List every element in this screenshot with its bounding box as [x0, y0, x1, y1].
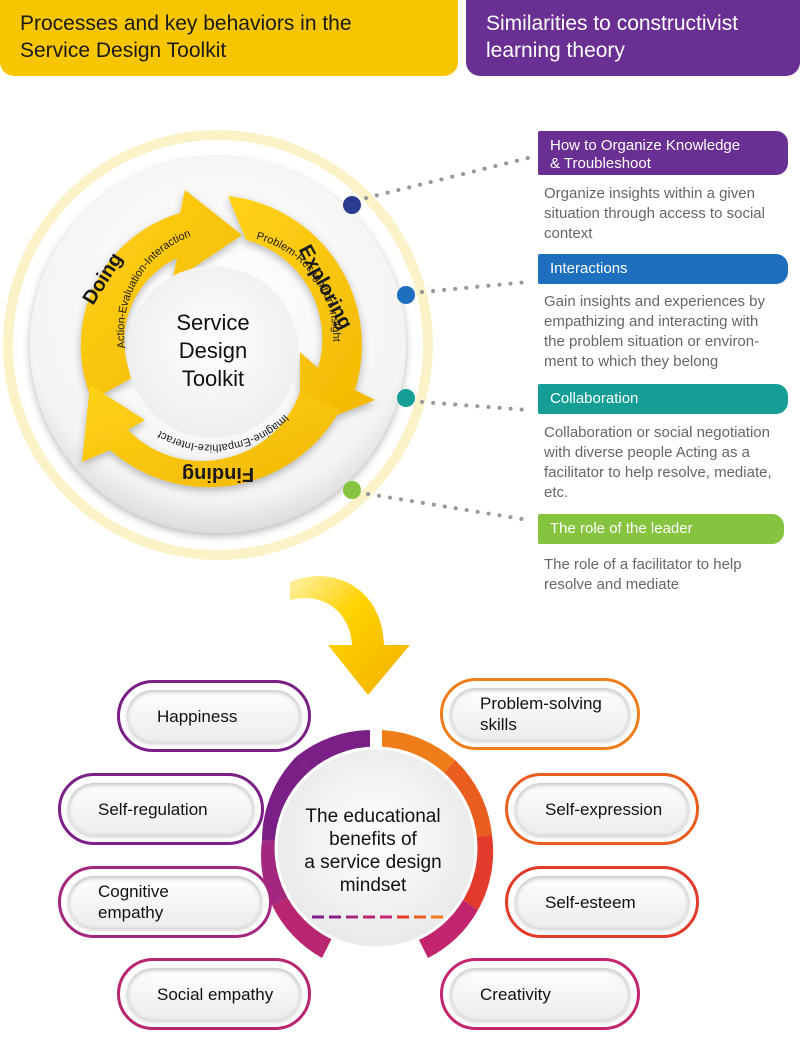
desc-line: ment to which they belong — [544, 353, 719, 370]
ring-segment — [460, 835, 494, 910]
category-desc-leader: The role of a facilitator to help resolv… — [544, 555, 796, 595]
benefit-label: Self-regulation — [98, 799, 208, 819]
benefit-pill-happiness: Happiness — [117, 680, 311, 752]
benefit-label: Self-esteem — [545, 892, 636, 912]
category-label-interactions: Interactions — [538, 254, 788, 284]
center-line-3: Toolkit — [182, 366, 244, 391]
benefit-pill-self-expression: Self-expression — [505, 773, 699, 845]
benefit-pill-self-esteem: Self-esteem — [505, 866, 699, 938]
desc-line: The role of a facilitator to help — [544, 556, 742, 573]
benefit-label: Social empathy — [157, 984, 274, 1004]
category-desc-collaboration: Collaboration or social negotiation with… — [544, 423, 796, 503]
benefit-pill-inner: Self-esteem — [515, 876, 689, 928]
stage-name-finding: Finding — [182, 463, 254, 485]
benefit-pill-problem-solving: Problem-solving skills — [440, 678, 640, 750]
category-label-leader-text: The role of the leader — [550, 520, 693, 537]
center-line-2: Design — [179, 338, 247, 363]
benefit-label: Happiness — [157, 706, 238, 726]
center-line-1: Service — [176, 310, 249, 335]
connector-lines — [364, 156, 530, 522]
ring-segment — [440, 760, 492, 838]
benefit-pill-inner: Cognitive empathy — [68, 876, 262, 928]
connector-line-collaboration — [420, 400, 530, 412]
desc-line: Collaboration or social negotiation — [544, 424, 770, 441]
benefits-title: The educational benefits of a service de… — [288, 805, 458, 897]
header-left-box: Processes and key behaviors in the Servi… — [0, 0, 458, 76]
benefit-label-line: Cognitive — [98, 882, 169, 901]
header-left-title: Processes and key behaviors in the Servi… — [20, 12, 352, 62]
benefit-pill-inner: Social empathy — [127, 968, 301, 1020]
category-label-interactions-text: Interactions — [550, 260, 628, 277]
desc-line: Organize insights within a given — [544, 185, 755, 202]
desc-line: with diverse people Acting as a — [544, 444, 750, 461]
category-label-knowledge-line-2: & Troubleshoot — [550, 155, 651, 172]
benefit-label-line: skills — [480, 715, 517, 734]
cycle-diagram: Service Design Toolkit Doing Exploring F… — [3, 130, 433, 560]
connector-line-knowledge — [364, 156, 530, 200]
benefit-label: Cognitive empathy — [68, 881, 169, 923]
category-label-collaboration-text: Collaboration — [550, 390, 639, 407]
ring-segment — [262, 756, 312, 842]
outer-ring — [3, 130, 433, 560]
connector-dot-leader — [343, 481, 361, 499]
benefit-pill-cognitive-empathy: Cognitive empathy — [58, 866, 272, 938]
benefit-label-line: empathy — [98, 903, 164, 922]
desc-line: resolve and mediate — [544, 576, 680, 593]
benefit-pill-inner: Self-regulation — [68, 783, 254, 835]
benefits-title-line: benefits of — [329, 829, 417, 850]
finding-arrow — [82, 385, 340, 488]
desc-line: facilitator to help resolve, mediate, — [544, 464, 772, 481]
category-label-leader: The role of the leader — [538, 514, 784, 544]
desc-line: situation through access to social — [544, 205, 765, 222]
desc-line: context — [544, 225, 593, 242]
benefit-pill-inner: Self-expression — [515, 783, 689, 835]
desc-line: empathizing and interacting with — [544, 313, 759, 330]
connector-dot-knowledge — [343, 196, 361, 214]
benefit-pill-inner: Creativity — [450, 968, 630, 1020]
desc-line: the problem situation or environ- — [544, 333, 760, 350]
ring-segment — [418, 898, 478, 958]
benefit-label-line: Problem-solving — [480, 694, 602, 713]
category-label-knowledge: How to Organize Knowledge & Troubleshoot — [538, 131, 788, 175]
ring-segment — [382, 730, 455, 778]
benefit-pill-social-empathy: Social empathy — [117, 958, 311, 1030]
hub-disc — [274, 746, 478, 950]
desc-line: Gain insights and experiences by — [544, 293, 765, 310]
category-label-knowledge-line-1: How to Organize Knowledge — [550, 137, 741, 154]
category-desc-knowledge: Organize insights within a given situati… — [544, 184, 796, 244]
benefits-title-line: The educational — [305, 806, 441, 827]
doing-arrow — [80, 190, 242, 400]
down-arrow-shape — [290, 576, 410, 695]
benefits-title-line: a service design — [304, 852, 442, 873]
benefits-hub — [261, 730, 494, 958]
desc-line: etc. — [544, 484, 569, 501]
benefit-label: Self-expression — [545, 799, 663, 819]
benefit-pill-creativity: Creativity — [440, 958, 640, 1030]
header-right-title: Similarities to constructivist learning … — [486, 12, 739, 62]
benefits-title-line: mindset — [339, 875, 407, 896]
down-arrow — [290, 576, 410, 695]
benefit-pill-inner: Problem-solving skills — [450, 688, 630, 740]
ring-segment — [297, 730, 370, 774]
connector-line-leader — [366, 492, 530, 522]
benefit-label: Problem-solving skills — [450, 693, 602, 735]
benefit-pill-self-regulation: Self-regulation — [58, 773, 264, 845]
exploring-arrow — [228, 196, 375, 430]
category-desc-interactions: Gain insights and experiences by empathi… — [544, 292, 796, 372]
benefit-label: Creativity — [480, 984, 551, 1004]
center-circle — [127, 266, 299, 438]
category-label-collaboration: Collaboration — [538, 384, 788, 414]
connector-dot-collaboration — [397, 389, 415, 407]
ring-segment — [272, 896, 332, 958]
connector-line-interactions — [420, 280, 530, 294]
header-right-box: Similarities to constructivist learning … — [466, 0, 800, 76]
connector-dot-interactions — [397, 286, 415, 304]
benefit-pill-inner: Happiness — [127, 690, 301, 742]
